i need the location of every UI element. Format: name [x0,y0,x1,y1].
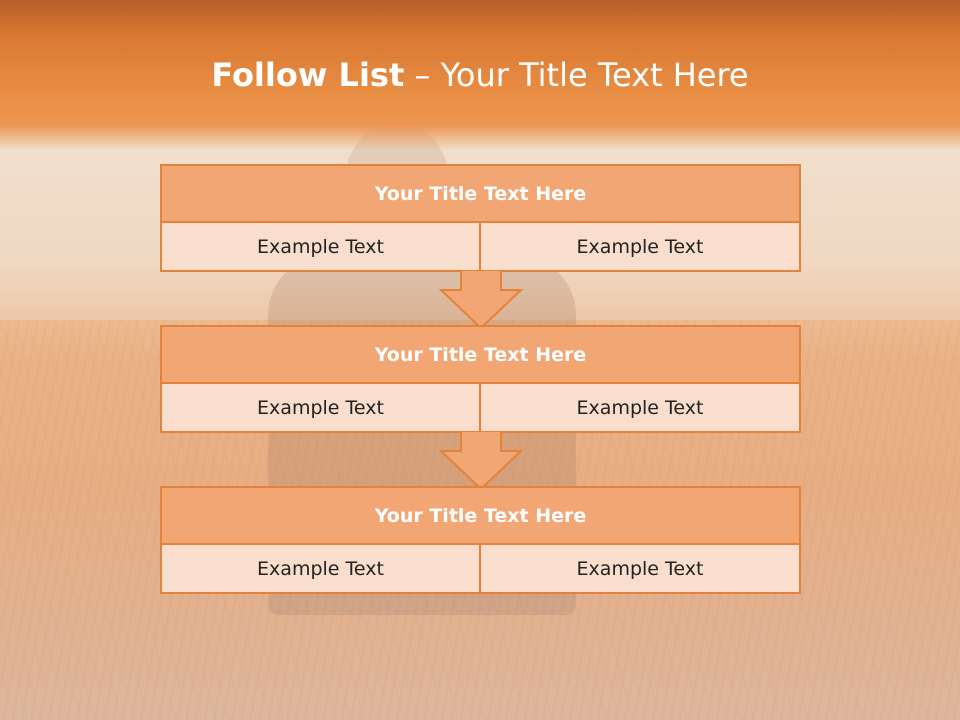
step-box-2: Your Title Text Here Example Text Exampl… [160,325,801,433]
step-example-left: Example Text [162,223,481,270]
step-example-left: Example Text [162,545,481,592]
step-example-left: Example Text [162,384,481,431]
step-title: Your Title Text Here [162,327,799,384]
step-title: Your Title Text Here [162,166,799,223]
step-title: Your Title Text Here [162,488,799,545]
step-example-right: Example Text [481,545,799,592]
down-arrow-icon [439,270,523,330]
step-example-right: Example Text [481,223,799,270]
step-box-3: Your Title Text Here Example Text Exampl… [160,486,801,594]
step-example-right: Example Text [481,384,799,431]
slide-title: Follow List – Your Title Text Here [0,56,960,94]
step-box-1: Your Title Text Here Example Text Exampl… [160,164,801,272]
down-arrow-icon [439,431,523,491]
title-band [0,0,960,150]
slide-title-bold: Follow List [211,56,405,94]
slide-title-rest: – Your Title Text Here [404,56,749,94]
